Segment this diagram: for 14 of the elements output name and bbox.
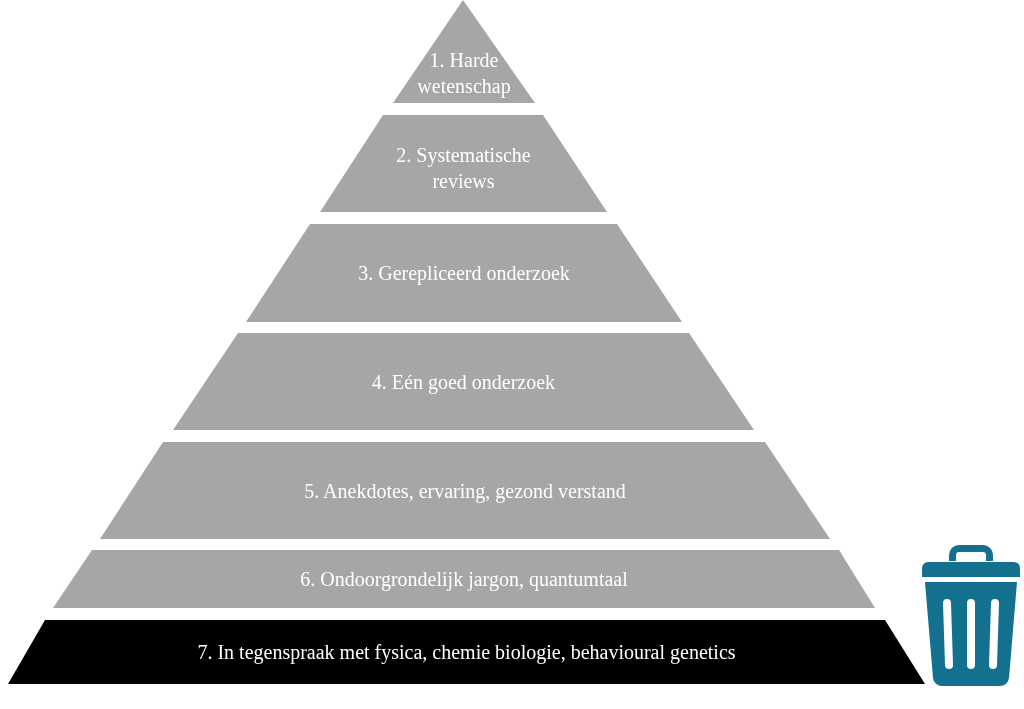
pyramid-layer bbox=[320, 115, 607, 212]
pyramid-layer bbox=[393, 0, 535, 103]
layer-label: 2. Systematische reviews bbox=[395, 142, 532, 194]
pyramid-layer bbox=[8, 620, 925, 684]
pyramid-layer bbox=[173, 333, 754, 430]
layer-label: 4. Eén goed onderzoek bbox=[371, 369, 556, 395]
layer-label: 1. Harde wetenschap bbox=[416, 48, 512, 99]
layer-label: 3. Gerepliceerd onderzoek bbox=[358, 261, 570, 286]
pyramid-layer bbox=[100, 442, 830, 539]
layer-label: 5. Anekdotes, ervaring, gezond verstand bbox=[304, 478, 626, 504]
layer-label: 7. In tegenspraak met fysica, chemie biologie, behavioural genetics bbox=[197, 640, 736, 665]
pyramid-layer bbox=[53, 550, 875, 608]
layer-label: 6. Ondoorgrondelijk jargon, quantumtaal bbox=[300, 567, 628, 592]
pyramid-layer bbox=[246, 224, 682, 322]
